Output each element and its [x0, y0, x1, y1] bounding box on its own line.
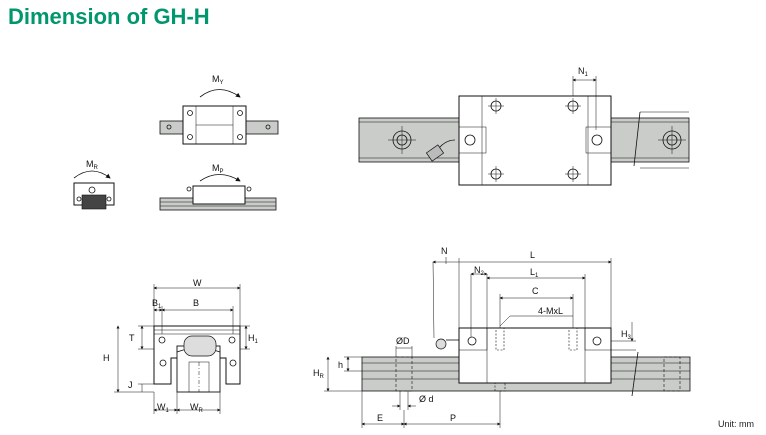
unit-label: Unit: mm — [718, 419, 754, 429]
od-small-label: Ø d — [419, 394, 434, 404]
hr-label: HR — [313, 368, 325, 380]
mp-moment-view: MP — [159, 163, 277, 211]
n1-label: N1 — [578, 66, 589, 78]
l-label: L — [530, 250, 535, 260]
h3-label: H3 — [621, 329, 632, 341]
l1-label: L1 — [530, 267, 539, 279]
t-label: T — [129, 333, 135, 343]
mp-label: MP — [212, 163, 224, 175]
mr-label: MR — [86, 159, 99, 171]
my-moment-view: MY — [159, 74, 279, 145]
od-label: ØD — [396, 336, 410, 346]
e-label: E — [377, 413, 383, 423]
side-view: L N N2 L1 C 4-MxL H3 — [313, 246, 691, 428]
j-label: J — [128, 380, 133, 390]
front-view: W B1 B T H H1 J — [103, 278, 259, 414]
h-label: H — [103, 353, 110, 363]
p-label: P — [450, 413, 456, 423]
n2-label: N2 — [474, 265, 485, 277]
c-label: C — [532, 286, 539, 296]
m-thread-label: 4-MxL — [538, 306, 563, 316]
wr-label: WR — [190, 402, 204, 414]
h-small-label: h — [338, 360, 343, 370]
my-label: MY — [212, 74, 224, 86]
top-view: N1 — [358, 66, 690, 186]
w1-label: W1 — [157, 402, 170, 414]
b1-label: B1 — [152, 298, 162, 310]
n-label: N — [441, 246, 448, 256]
mr-moment-view: MR — [73, 159, 115, 210]
w-label: W — [193, 278, 202, 288]
page-title: Dimension of GH-H — [8, 4, 210, 29]
h1-label: H1 — [248, 333, 259, 345]
b-label: B — [193, 298, 199, 308]
